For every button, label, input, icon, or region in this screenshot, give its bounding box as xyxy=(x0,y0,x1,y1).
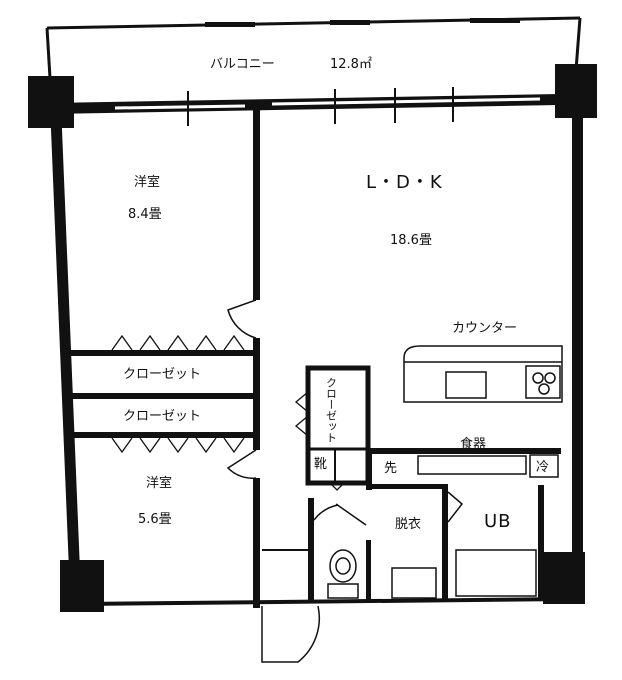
bathtub xyxy=(455,549,537,597)
ldk-area: 18.6畳 xyxy=(390,233,432,248)
toilet-bowl xyxy=(329,549,357,583)
closet-upper-folds xyxy=(111,334,245,351)
toilet-tank xyxy=(327,583,359,599)
ldk-partition-upper xyxy=(253,108,260,300)
hall-closet-frame xyxy=(305,365,371,486)
closet-hall-folds xyxy=(294,391,309,437)
exterior-walls xyxy=(28,64,597,612)
balcony-label: バルコニー xyxy=(210,57,275,72)
closet-hall-label: クローゼット xyxy=(325,377,338,443)
kitchen-counter xyxy=(403,345,563,403)
kitchen xyxy=(403,345,563,478)
western-room-lower-label: 洋室 xyxy=(146,475,172,491)
western-room-upper-label: 洋室 xyxy=(134,174,160,190)
shoe-box-folds xyxy=(329,482,345,491)
top-window-gap-ldk xyxy=(271,97,541,106)
closet-mid-wall xyxy=(65,393,259,399)
ub-wall-right xyxy=(538,485,544,600)
interior-walls xyxy=(65,108,561,608)
washbasin xyxy=(391,567,437,599)
stove xyxy=(525,365,561,399)
western-room-upper-area: 8.4畳 xyxy=(128,207,162,222)
unit-bath-label: UB xyxy=(484,511,512,532)
closet-upper-label: クローゼット xyxy=(123,367,201,382)
door-lower-room xyxy=(226,449,257,479)
sink xyxy=(445,371,487,399)
balcony-rail-posts xyxy=(205,18,520,27)
ldk-label: L・D・K xyxy=(366,172,443,193)
door-upper-room xyxy=(227,299,257,339)
column-top-left xyxy=(28,76,74,128)
lower-room-partition xyxy=(253,478,260,608)
dressing-room-label: 脱衣 xyxy=(395,516,421,532)
dressing-wall-right xyxy=(442,484,448,600)
door-entrance xyxy=(261,605,321,663)
window-mullions xyxy=(187,87,454,126)
column-bottom-right xyxy=(543,552,585,604)
western-room-lower-area: 5.6畳 xyxy=(138,512,172,527)
closet-lower-folds xyxy=(111,437,245,454)
dressing-wall-top xyxy=(366,484,444,489)
sanitary xyxy=(327,549,537,599)
closet-top-wall xyxy=(65,350,259,356)
column-top-right xyxy=(555,64,597,118)
balcony-area: 12.8㎡ xyxy=(330,57,372,72)
right-wall xyxy=(572,100,583,590)
kitchen-wall xyxy=(366,448,561,454)
closet-doors xyxy=(111,334,345,491)
door-ub xyxy=(447,491,464,523)
door-toilet xyxy=(313,504,339,521)
toilet-seat xyxy=(335,557,351,575)
column-bottom-left xyxy=(60,560,104,612)
refrigerator-label: 冷 xyxy=(536,460,549,475)
counter-label: カウンター xyxy=(452,321,517,336)
dish-cabinet xyxy=(417,455,527,475)
closet-lower-label: クローゼット xyxy=(123,409,201,424)
toilet-wall-right xyxy=(366,540,371,602)
entrance-wall xyxy=(366,448,372,490)
closet-bottom-wall xyxy=(68,432,259,438)
balcony-rail-left xyxy=(45,27,52,79)
dish-storage-label: 食器 xyxy=(460,436,486,452)
balcony: バルコニー 12.8㎡ xyxy=(45,16,582,79)
door-dressing xyxy=(335,503,367,526)
refrigerator xyxy=(529,454,559,478)
entrance-label: 先 xyxy=(384,461,397,476)
shoe-box-label: 靴 xyxy=(314,457,327,472)
balcony-rail-right xyxy=(574,17,582,71)
doors xyxy=(226,299,464,663)
top-window-gap xyxy=(114,104,246,110)
toilet-wall xyxy=(308,498,314,602)
stove-burners xyxy=(532,372,556,395)
bottom-wall xyxy=(79,597,573,606)
